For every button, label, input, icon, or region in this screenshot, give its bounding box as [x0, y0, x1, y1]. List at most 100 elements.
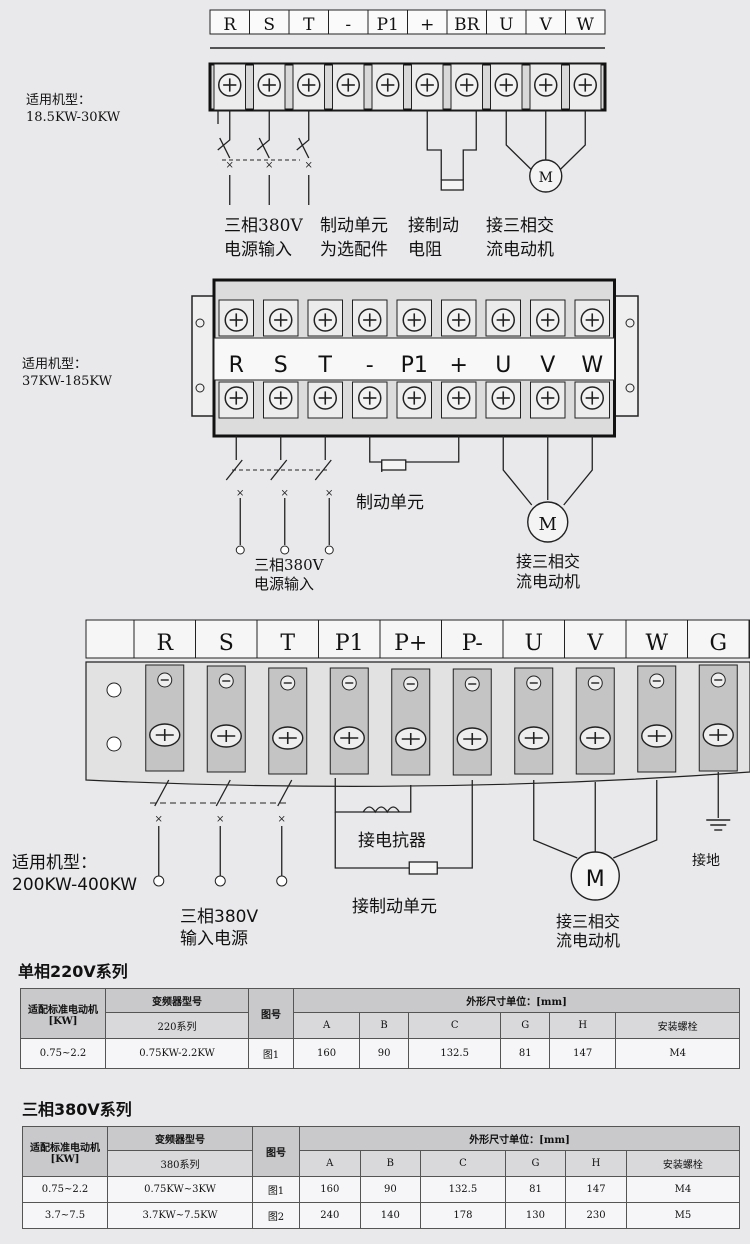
mount-hole [625, 318, 635, 328]
cell: 90 [359, 1038, 409, 1069]
model-range-3: 适用机型： 200KW-400KW [12, 853, 138, 895]
switch-icon [258, 137, 270, 159]
terminal-point [280, 545, 290, 555]
dim-bolt: 安装螺栓 [625, 1150, 741, 1177]
terminal-label: S [263, 15, 275, 35]
cell: 图1 [248, 1038, 294, 1069]
dim-bolt: 安装螺栓 [615, 1012, 740, 1039]
mount-hole [106, 736, 122, 752]
dim-b: B [359, 1150, 422, 1177]
mount-hole [195, 318, 205, 328]
col-fig: 图号 [248, 988, 294, 1039]
switch-contact: × [226, 160, 234, 171]
terminal-label: T [303, 15, 315, 35]
dim-g: G [504, 1150, 567, 1177]
wire [437, 780, 473, 869]
terminal-label: U [499, 15, 513, 35]
cell: 147 [565, 1176, 627, 1203]
brake-unit-label-3: 接制动单元 [352, 897, 437, 917]
col-model: 变频器型号 [105, 988, 249, 1013]
terminal-label: V [586, 631, 604, 656]
terminal-label: BR [454, 15, 480, 35]
model-label: 适用机型： [26, 93, 92, 108]
terminal-label: V [540, 353, 555, 378]
terminal-point [324, 545, 334, 555]
wire [533, 780, 578, 859]
spec-table-220: 适配标准电动机[KW] 变频器型号 图号 外形尺寸单位：[mm] 220系列 A… [20, 988, 740, 1069]
dim-h: H [549, 1012, 617, 1039]
cell: 240 [299, 1202, 361, 1229]
terminal-point [214, 875, 226, 887]
switch-contact: × [325, 488, 333, 499]
motor-symbol: M [539, 170, 553, 186]
terminal-point [153, 875, 165, 887]
switch-icon [270, 459, 288, 481]
col-dim: 外形尺寸单位：[mm] [299, 1126, 740, 1151]
terminal-label: W [645, 631, 668, 656]
switch-icon [219, 137, 231, 159]
terminal-label: W [581, 353, 603, 378]
col-fig: 图号 [252, 1126, 300, 1177]
cell: 图2 [252, 1202, 300, 1229]
dim-c: C [420, 1150, 506, 1177]
terminal-label: P- [462, 631, 483, 656]
cell: M4 [615, 1038, 740, 1069]
motor-icon [570, 851, 620, 901]
terminal-label: + [450, 353, 468, 378]
col-dim: 外形尺寸单位：[mm] [293, 988, 740, 1013]
wire [502, 436, 533, 506]
wire [462, 110, 477, 180]
terminal-label: R [229, 353, 244, 378]
dim-h: H [565, 1150, 627, 1177]
model-range-1: 适用机型： 18.5KW-30KW [26, 92, 120, 126]
reactor-label: 接电抗器 [358, 831, 426, 851]
col-motor: 适配标准电动机[KW] [20, 988, 106, 1039]
col-model-sub: 220系列 [105, 1012, 249, 1039]
terminal-label: + [420, 15, 434, 35]
series-title-380: 三相380V系列 [22, 1100, 132, 1119]
terminal-label: V [539, 15, 553, 35]
switch-icon [215, 779, 231, 807]
cell: 81 [500, 1038, 551, 1069]
switch-contact: × [155, 814, 163, 825]
wire [405, 436, 460, 463]
wire [505, 110, 533, 171]
terminal-label: - [345, 15, 351, 35]
terminal-label: S [219, 631, 234, 656]
terminal-label: U [524, 631, 543, 656]
cell: 230 [565, 1202, 627, 1229]
terminal-point [235, 545, 245, 555]
cell: 81 [504, 1176, 567, 1203]
cell: 130 [504, 1202, 567, 1229]
terminal-point [276, 875, 288, 887]
motor-symbol: M [539, 514, 557, 535]
model-range-2: 适用机型： 37KW-185KW [22, 357, 113, 389]
ground-label: 接地 [692, 853, 720, 869]
cell: 0.75KW-2.2KW [105, 1038, 249, 1069]
wire [256, 110, 270, 151]
wire [369, 436, 383, 472]
spec-table-380: 适配标准电动机[KW] 变频器型号 图号 外形尺寸单位：[mm] 380系列 A… [22, 1126, 741, 1229]
terminal-label-strip [85, 619, 750, 659]
terminal-label: W [577, 15, 595, 35]
mount-hole [195, 383, 205, 393]
wire [426, 110, 442, 180]
terminal-label: P1 [335, 631, 364, 656]
terminal-label: S [274, 353, 288, 378]
cell: 140 [359, 1202, 422, 1229]
dim-c: C [407, 1012, 502, 1039]
switch-contact: × [305, 160, 313, 171]
wire [613, 780, 658, 859]
dim-a: A [292, 1012, 361, 1039]
terminal-label: R [223, 15, 237, 35]
terminal-label: T [280, 631, 295, 656]
mount-hole [625, 383, 635, 393]
motor-symbol: M [586, 867, 605, 892]
switch-contact: × [216, 814, 224, 825]
wire [334, 778, 412, 813]
